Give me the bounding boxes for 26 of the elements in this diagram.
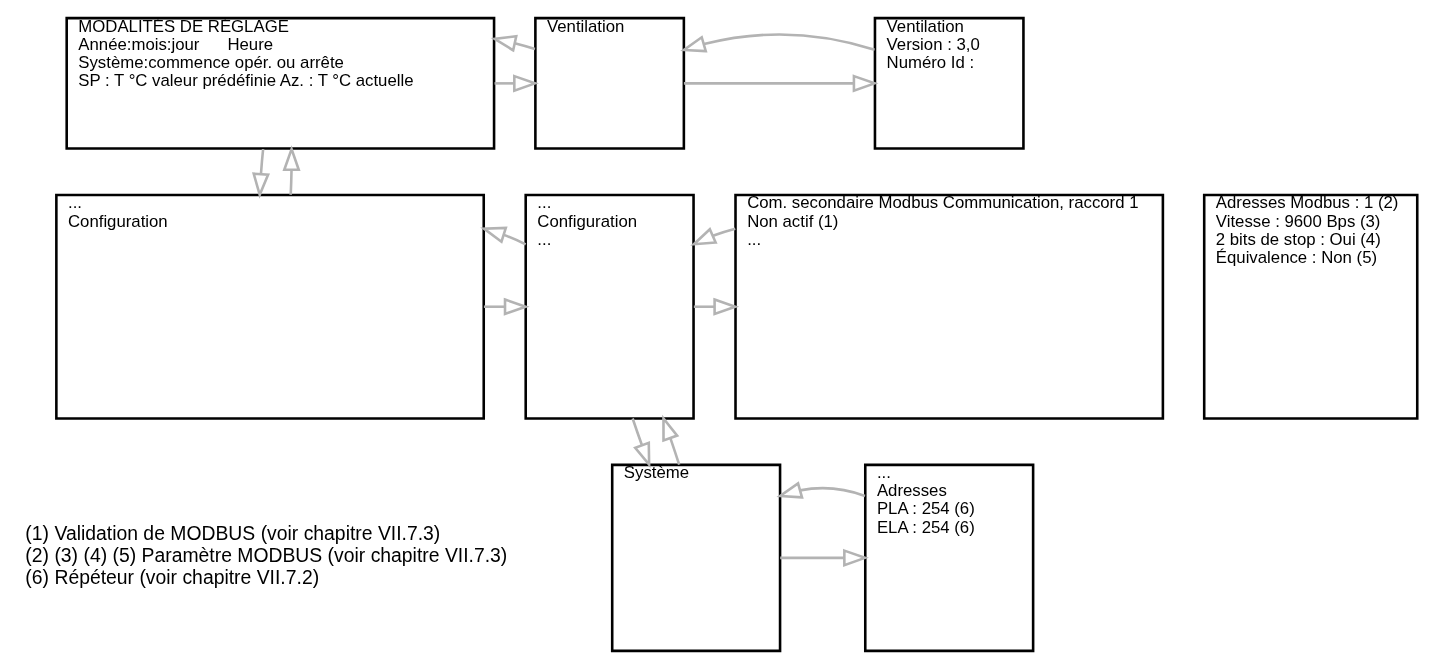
arrow — [282, 145, 301, 195]
node-box: Com. secondaire Modbus Communication, raccord 1 Non actif (1) ... — [734, 193, 1165, 420]
arrow — [480, 226, 527, 246]
node-box: Adresses Modbus : 1 (2) Vitesse : 9600 Bps (3) 2 bits de stop : Oui (4) Équivalence : Non (5) — [1202, 193, 1419, 420]
node-box: Système — [610, 463, 782, 653]
node-box: ... Adresses PLA : 254 (6) ELA : 254 (6) — [864, 463, 1035, 653]
arrow — [780, 548, 869, 567]
arrow — [776, 481, 866, 499]
node-box: Ventilation — [534, 16, 686, 150]
node-box: Ventilation Version : 3,0 Numéro Id : — [873, 16, 1025, 150]
label: (6) Répéteur (voir chapitre VII.7.2) — [25, 566, 320, 589]
arrow — [483, 297, 530, 316]
node-box: MODALITÉS DE RÉGLAGE Année:mois:jour Heure Système:commence opér. ou arrête SP : T °C valeur prédéfinie Az. : T °C actuelle — [65, 16, 496, 150]
node-box: ... Configuration ... — [524, 193, 695, 420]
label: (1) Validation de MODBUS (voir chapitre VII.7.3) — [25, 522, 441, 545]
label: (2) (3) (4) (5) Paramètre MODBUS (voir chapitre VII.7.3) — [25, 544, 508, 567]
arrow — [494, 74, 539, 93]
arrow — [252, 148, 271, 199]
arrow — [693, 297, 740, 316]
arrow — [490, 34, 536, 53]
node-box: ... Configuration — [55, 193, 486, 420]
arrow — [631, 418, 651, 469]
arrow — [683, 74, 879, 93]
arrow — [680, 33, 875, 53]
arrow — [690, 227, 736, 246]
arrow — [662, 414, 681, 466]
